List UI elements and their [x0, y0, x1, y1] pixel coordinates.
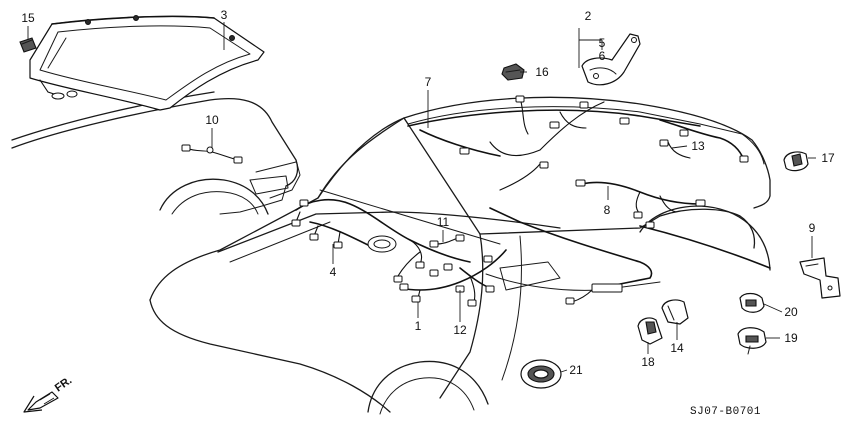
- callout-16: 16: [535, 65, 549, 79]
- callout-8: 8: [604, 203, 611, 217]
- callout-2: 2: [585, 9, 592, 23]
- callout-1: 1: [415, 319, 422, 333]
- callout-11: 11: [437, 215, 450, 229]
- part-16-grommet: [501, 63, 525, 81]
- rear-inset-illustration: [11, 91, 301, 215]
- part-11-connector: [429, 234, 465, 248]
- callout-6: 6: [599, 49, 606, 63]
- leader-lines: [27, 22, 816, 373]
- part-19-clip: [737, 327, 767, 355]
- part-4-dash-harness: [291, 198, 471, 283]
- callout-labels: 15 3 10 2 5 6 16 7 13 17 8 9 11 4 1 12 2…: [21, 8, 835, 377]
- callout-5: 5: [599, 36, 606, 50]
- part-20-clip: [739, 292, 765, 313]
- part-8-floor-harness: [489, 179, 771, 305]
- part-18-clip: [637, 317, 663, 345]
- part-10-sub-harness: [181, 144, 243, 164]
- callout-3: 3: [221, 8, 228, 22]
- part-13-quarter-harness: [659, 119, 749, 163]
- callout-17: 17: [821, 151, 835, 165]
- callout-12: 12: [453, 323, 467, 337]
- front-arrow-icon: [23, 391, 59, 413]
- part-9-bracket: [799, 257, 841, 299]
- part-3-hatch-glass: [29, 15, 265, 111]
- part-1-main-harness: [399, 249, 507, 303]
- part-14-grommet: [661, 299, 689, 325]
- callout-14: 14: [670, 341, 684, 355]
- part-17-clip: [783, 151, 809, 172]
- callout-20: 20: [784, 305, 798, 319]
- front-direction-indicator: FR.: [23, 374, 74, 413]
- callout-7: 7: [425, 75, 432, 89]
- callout-4: 4: [330, 265, 337, 279]
- diagram-code: SJ07-B0701: [690, 406, 761, 418]
- callout-15: 15: [21, 11, 35, 25]
- part-15-connector: [19, 37, 37, 53]
- callout-13: 13: [691, 139, 705, 153]
- fr-label: FR.: [53, 374, 74, 394]
- callout-9: 9: [809, 221, 816, 235]
- part-7-roof-harness: [407, 95, 701, 191]
- callout-21: 21: [569, 363, 583, 377]
- part-21-grommet: [520, 359, 562, 389]
- callout-18: 18: [641, 355, 655, 369]
- callout-19: 19: [784, 331, 798, 345]
- callout-10: 10: [205, 113, 219, 127]
- main-car-body: [149, 96, 771, 415]
- part-2-bracket: [581, 33, 641, 86]
